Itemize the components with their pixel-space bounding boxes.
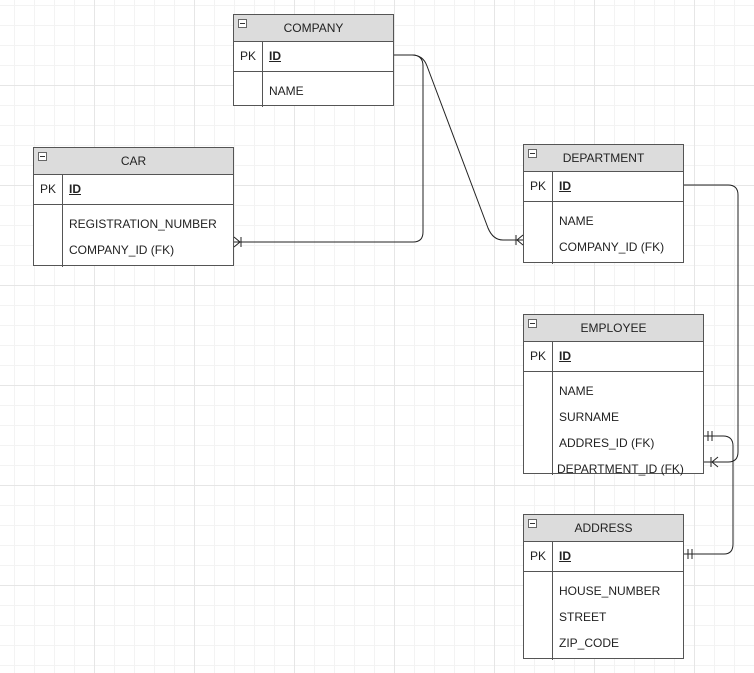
primary-key-row: PK ID — [524, 172, 683, 202]
pk-field: ID — [559, 179, 571, 193]
attribute: COMPANY_ID (FK) — [559, 240, 665, 254]
attribute: DEPARTMENT_ID (FK) — [557, 462, 684, 476]
primary-key-row: PK ID — [524, 542, 683, 572]
attribute: REGISTRATION_NUMBER — [69, 217, 217, 231]
collapse-icon[interactable] — [38, 152, 47, 161]
attribute-block: HOUSE_NUMBER STREET ZIP_CODE — [524, 572, 683, 660]
attribute-block: NAME SURNAME ADDRES_ID (FK) DEPARTMENT_I… — [524, 372, 703, 486]
attribute: COMPANY_ID (FK) — [69, 243, 175, 257]
entity-title: COMPANY — [283, 21, 344, 35]
entity-header[interactable]: DEPARTMENT — [524, 145, 683, 172]
entity-department[interactable]: DEPARTMENT PK ID NAME COMPANY_ID (FK) — [523, 144, 684, 264]
attribute: ADDRES_ID (FK) — [559, 436, 655, 450]
attribute-list: HOUSE_NUMBER STREET ZIP_CODE — [553, 572, 660, 660]
key-column — [524, 372, 553, 475]
pk-field: ID — [559, 549, 571, 563]
attribute: SURNAME — [559, 410, 620, 424]
attribute-list: NAME SURNAME ADDRES_ID (FK) DEPARTMENT_I… — [553, 372, 684, 486]
collapse-icon[interactable] — [528, 149, 537, 158]
collapse-icon[interactable] — [528, 319, 537, 328]
primary-key-row: PK ID — [524, 342, 703, 372]
one-mark-icon — [707, 431, 713, 441]
pk-field: ID — [269, 49, 281, 63]
key-column — [524, 202, 553, 264]
attribute-block: NAME COMPANY_ID (FK) — [524, 202, 683, 264]
crows-foot-many-icon — [233, 236, 242, 248]
crows-foot-many-icon — [710, 456, 719, 468]
relationship-address-employee — [684, 435, 734, 555]
attribute-list: REGISTRATION_NUMBER COMPANY_ID (FK) — [63, 205, 217, 267]
relationship-company-car — [234, 54, 424, 243]
collapse-icon[interactable] — [238, 19, 247, 28]
crows-foot-many-icon — [515, 234, 524, 246]
entity-address[interactable]: ADDRESS PK ID HOUSE_NUMBER STREET ZIP_CO… — [523, 514, 684, 660]
entity-header[interactable]: CAR — [34, 148, 233, 175]
collapse-icon[interactable] — [528, 519, 537, 528]
entity-title: EMPLOYEE — [580, 321, 647, 335]
pk-label: PK — [524, 172, 553, 201]
entity-title: DEPARTMENT — [562, 151, 645, 165]
key-column — [524, 572, 553, 660]
relationship-department-employee — [684, 184, 739, 463]
pk-label: PK — [524, 542, 553, 571]
pk-label: PK — [34, 175, 63, 204]
attribute-list: NAME — [263, 72, 304, 108]
pk-label: PK — [524, 342, 553, 371]
attribute: HOUSE_NUMBER — [559, 584, 661, 598]
attribute: NAME — [559, 384, 594, 398]
entity-company[interactable]: COMPANY PK ID NAME — [233, 14, 394, 108]
primary-key-row: PK ID — [234, 42, 393, 72]
entity-employee[interactable]: EMPLOYEE PK ID NAME SURNAME ADDRES_ID (F… — [523, 314, 704, 476]
entity-title: ADDRESS — [574, 521, 633, 535]
attribute-block: REGISTRATION_NUMBER COMPANY_ID (FK) — [34, 205, 233, 267]
key-column — [234, 72, 263, 107]
key-column — [34, 205, 63, 267]
pk-field: ID — [69, 182, 81, 196]
pk-field: ID — [559, 349, 571, 363]
attribute-block: NAME — [234, 72, 393, 108]
entity-header[interactable]: ADDRESS — [524, 515, 683, 542]
entity-header[interactable]: COMPANY — [234, 15, 393, 42]
entity-car[interactable]: CAR PK ID REGISTRATION_NUMBER COMPANY_ID… — [33, 147, 234, 267]
attribute-list: NAME COMPANY_ID (FK) — [553, 202, 664, 264]
attribute: NAME — [559, 214, 594, 228]
one-mark-icon — [687, 549, 693, 559]
entity-title: CAR — [120, 154, 147, 168]
primary-key-row: PK ID — [34, 175, 233, 205]
entity-header[interactable]: EMPLOYEE — [524, 315, 703, 342]
attribute: NAME — [269, 84, 304, 98]
attribute: ZIP_CODE — [559, 636, 620, 650]
attribute: STREET — [559, 610, 607, 624]
relationship-company-department — [394, 54, 523, 241]
pk-label: PK — [234, 42, 263, 71]
